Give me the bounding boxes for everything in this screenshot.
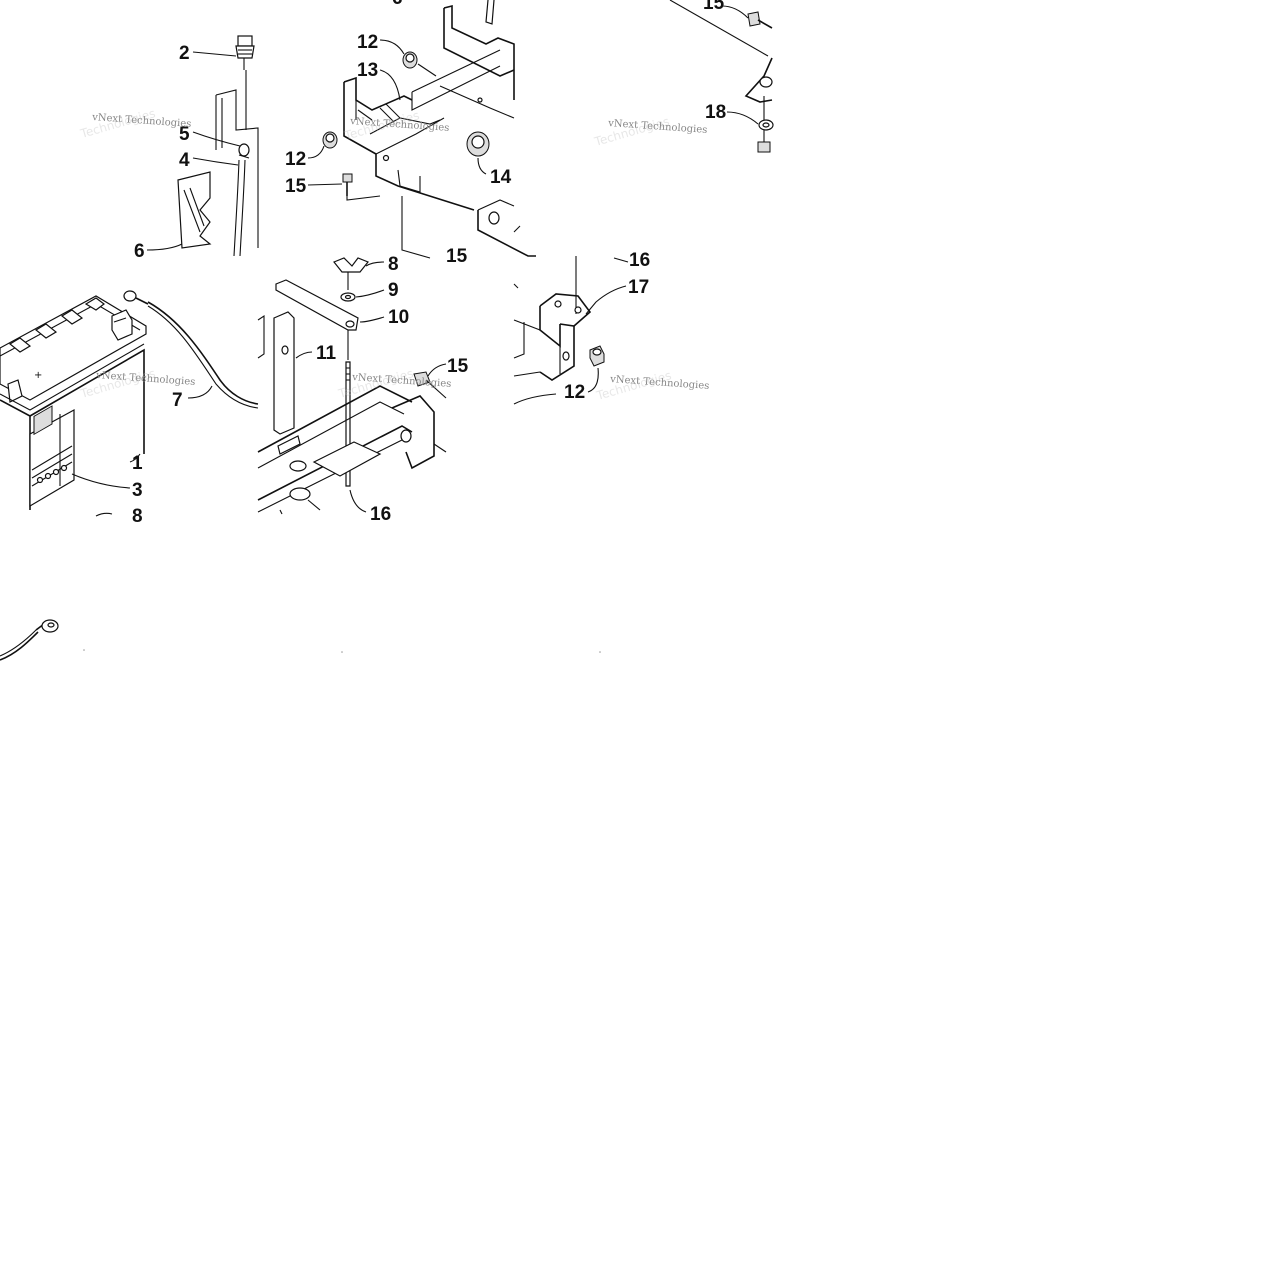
callout-13: 13 — [357, 60, 378, 81]
tile-lower-bracket: 16 17 12 Technologies vNext Technologies — [513, 250, 710, 405]
callout-16-b: 16 — [629, 250, 650, 271]
grommet-14-part[interactable] — [466, 131, 490, 157]
tile-mount-plate: 15 18 Technologies vNext Technologies — [592, 0, 774, 153]
tile-upper-bracket: 6 — [285, 0, 536, 267]
bolt-15-part[interactable] — [342, 173, 381, 201]
vent-tube-clamp-part[interactable] — [238, 143, 250, 159]
wing-nut-part[interactable] — [333, 257, 369, 290]
side-strap-part[interactable] — [273, 311, 295, 435]
callout-6: 6 — [134, 241, 145, 262]
nut-12-lower-part[interactable] — [589, 345, 605, 367]
callout-5: 5 — [179, 124, 190, 145]
callout-14: 14 — [490, 167, 512, 188]
callout-1: 1 — [132, 453, 143, 474]
callout-2: 2 — [179, 43, 190, 64]
callout-7: 7 — [172, 390, 183, 411]
callout-8: 8 — [388, 254, 399, 275]
callout-17: 17 — [628, 277, 649, 298]
callout-15-b: 15 — [446, 246, 468, 267]
callout-4: 4 — [179, 150, 190, 171]
svg-text:+: + — [34, 370, 42, 381]
terminal-cover-part[interactable] — [177, 171, 212, 249]
positive-cable-part[interactable] — [123, 290, 259, 409]
hold-down-strap-part[interactable] — [275, 279, 359, 360]
washer-18-part[interactable] — [758, 119, 774, 131]
bolt-15-middle-part[interactable] — [413, 371, 447, 399]
callout-15-d: 15 — [447, 356, 469, 377]
negative-cable-part[interactable] — [0, 619, 59, 661]
bolt-15-upper-right-part[interactable] — [747, 11, 773, 29]
tile-vent-tube: 2 5 4 6 Technologies vNext Technologies — [78, 35, 259, 262]
tile-battery: + — [0, 290, 259, 527]
callout-9: 9 — [388, 280, 399, 301]
callout-12-b: 12 — [285, 149, 306, 170]
callout-11: 11 — [316, 343, 337, 364]
callout-6-partial: 6 — [392, 0, 403, 9]
upper-bracket-part[interactable] — [343, 4, 536, 259]
callout-15-c: 15 — [703, 0, 725, 14]
lower-bracket-part[interactable] — [513, 283, 592, 381]
callout-8-partial: 8 — [132, 506, 143, 527]
tile-negative-cable — [0, 619, 601, 661]
tile-hold-down: 8 9 10 11 15 16 Technologies vNext Techn… — [257, 254, 469, 525]
callout-16-a: 16 — [370, 504, 391, 525]
callout-12-a: 12 — [357, 32, 378, 53]
callout-3: 3 — [132, 480, 143, 501]
callout-18: 18 — [705, 102, 726, 123]
callout-15-a: 15 — [285, 176, 307, 197]
battery-part[interactable]: + — [0, 295, 147, 510]
grommet-12-left-part[interactable] — [322, 131, 338, 149]
grommet-12-top-part[interactable] — [402, 51, 418, 69]
vent-tube-part[interactable] — [233, 159, 246, 257]
callout-12-c: 12 — [564, 382, 585, 403]
callout-10: 10 — [388, 307, 409, 328]
washer-9-part[interactable] — [340, 292, 356, 302]
mount-plate-part[interactable] — [744, 57, 773, 120]
battery-tray-part[interactable] — [257, 314, 447, 515]
vent-cap-part[interactable] — [235, 35, 255, 70]
